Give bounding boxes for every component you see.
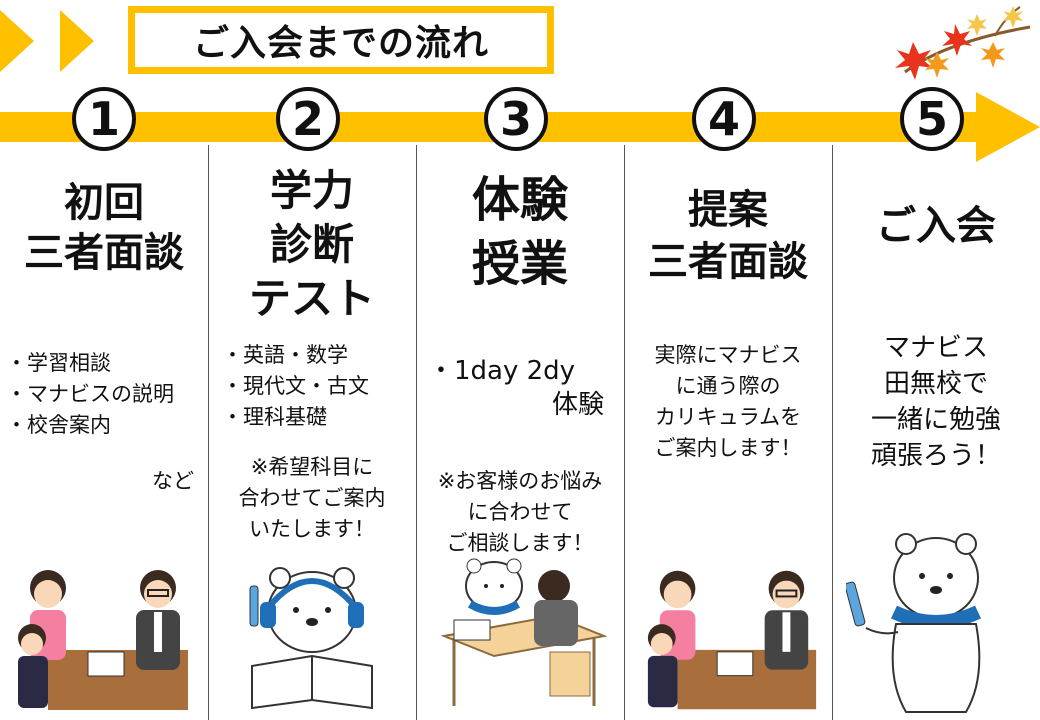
step-text-4: 実際にマナビス に通う際の カリキュラムを ご案内します！ <box>654 343 802 460</box>
bear-student-illustration <box>440 558 608 706</box>
step-note-3: ※お客様のお悩み に合わせて ご相談します！ <box>437 469 603 555</box>
step-title-2: 学力 診断 テスト <box>248 166 375 323</box>
step-title-1: 初回 三者面談 <box>24 180 184 276</box>
step-number-2: 2 <box>276 87 340 151</box>
step-bullets-2: ・英語・数学 ・現代文・古文 ・理科基礎 <box>222 343 369 429</box>
step-note-2: ※希望科目に 合わせてご案内 いたします！ <box>238 455 386 541</box>
step-number-1: 1 <box>72 87 136 151</box>
step-title-4: 提案 三者面談 <box>648 187 808 285</box>
step-note-1: など <box>152 469 194 493</box>
step-column-4 <box>624 145 832 720</box>
bear-pencil-illustration <box>846 533 982 713</box>
maple-leaves-icon <box>895 6 1031 80</box>
chevron-right-icon <box>0 10 94 72</box>
step-column-3 <box>416 145 624 720</box>
step-column-5 <box>832 145 1040 720</box>
step-text-5: マナビス 田無校で 一緒に勉強 頑張ろう！ <box>870 333 1001 471</box>
step-number-4: 4 <box>692 87 756 151</box>
step-column-2 <box>208 145 416 720</box>
page-title: ご入会までの流れ <box>128 6 554 74</box>
step-number-5: 5 <box>900 87 964 151</box>
meeting-illustration <box>647 570 817 710</box>
step-title-3: 体験 授業 <box>471 172 568 292</box>
step-number-3: 3 <box>484 87 548 151</box>
step-bullets-1: ・学習相談 ・マナビスの説明 ・校舎案内 <box>6 351 174 437</box>
meeting-illustration <box>18 570 188 710</box>
bear-headphones-illustration <box>249 567 373 710</box>
step-title-5: ご入会 <box>876 203 996 249</box>
step-bullets-3: ・1day 2dy 体験 <box>428 356 604 420</box>
